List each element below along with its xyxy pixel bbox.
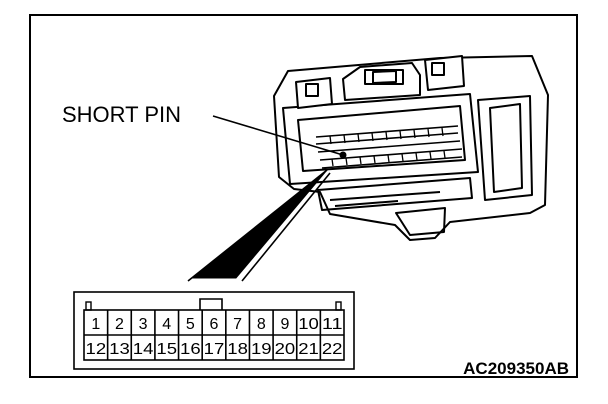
callout-leader-line	[212, 115, 344, 156]
pin-label-2: 2	[115, 316, 124, 333]
pin-label-18: 18	[227, 341, 248, 358]
pin-label-1: 1	[91, 316, 100, 333]
pin-label-9: 9	[280, 316, 289, 333]
pin-label-22: 22	[322, 341, 343, 358]
figure-code: AC209350AB	[463, 359, 569, 378]
pin-label-12: 12	[86, 341, 107, 358]
pin-label-21: 21	[298, 341, 319, 358]
pin-label-13: 13	[109, 341, 130, 358]
pin-label-5: 5	[186, 316, 195, 333]
pin-label-20: 20	[275, 341, 296, 358]
pin-label-15: 15	[156, 341, 177, 358]
pin-label-10: 10	[298, 316, 319, 333]
pin-label-6: 6	[210, 316, 219, 333]
pin-label-17: 17	[204, 341, 225, 358]
connector-housing	[273, 55, 549, 241]
pin-label-3: 3	[139, 316, 148, 333]
pin-label-16: 16	[180, 341, 201, 358]
pin-label-19: 19	[251, 341, 272, 358]
pin-label-11: 11	[322, 316, 343, 333]
figure-frame	[29, 14, 578, 378]
callout-label: SHORT PIN	[62, 102, 181, 127]
pin-label-7: 7	[233, 316, 242, 333]
pin-label-8: 8	[257, 316, 266, 333]
pin-label-14: 14	[133, 341, 154, 358]
connector-key	[199, 298, 223, 310]
pin-label-4: 4	[162, 316, 171, 333]
